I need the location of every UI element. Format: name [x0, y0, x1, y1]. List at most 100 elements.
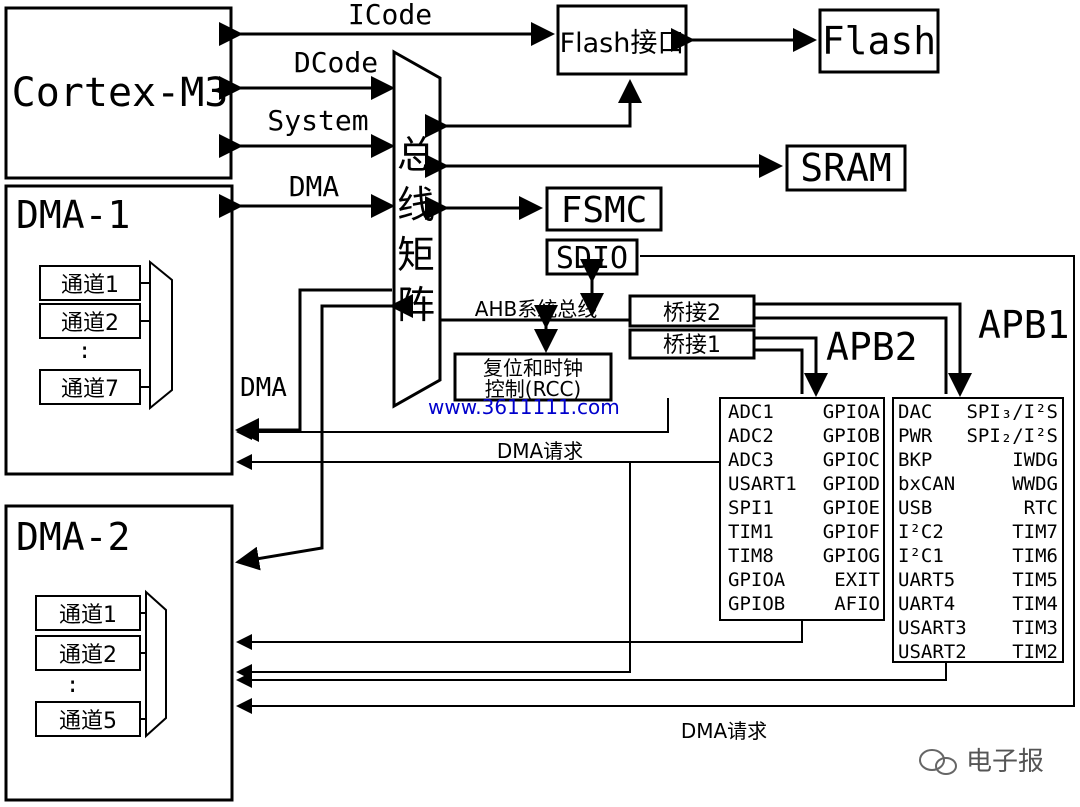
- dma1-channel-1: [39, 265, 141, 301]
- apb1-left-column: DAC PWR BKP bxCAN USB I²C2 I²C1 UART5 UA…: [898, 401, 967, 663]
- flash-label: Flash: [822, 19, 936, 63]
- apb2-left-3: USART1: [728, 473, 797, 495]
- dma2-channel-5-label: 通道5: [59, 709, 117, 734]
- dma1-channel-1-label: 通道1: [61, 273, 119, 298]
- dma1-matrix-link: [235, 288, 392, 442]
- apb2-right-7: EXIT: [834, 569, 880, 591]
- apb2-right-0: GPIOA: [823, 401, 881, 423]
- dma1-ellipsis: :: [78, 339, 91, 364]
- apb1-left-8: UART4: [898, 593, 955, 615]
- apb2-left-8: GPIOB: [728, 593, 785, 615]
- apb2-left-4: SPI1: [728, 497, 774, 519]
- logo-text: 电子报: [966, 747, 1044, 777]
- dma2-request-line-2: [236, 462, 631, 680]
- apb2-label: APB2: [826, 325, 918, 369]
- dcode-label: DCode: [294, 46, 378, 79]
- dma2-channel-5: [35, 701, 141, 737]
- apb2-right-8: AFIO: [834, 593, 880, 615]
- rcc-box: [453, 352, 613, 402]
- apb1-right-6: TIM6: [1012, 545, 1058, 567]
- rcc-label-1: 复位和时钟: [483, 356, 583, 380]
- dma-request-label-1: DMA请求: [497, 439, 583, 463]
- bus-matrix-char-4: 阵: [397, 283, 435, 327]
- apb1-left-3: bxCAN: [898, 473, 955, 495]
- bus-matrix-char-3: 矩: [397, 233, 435, 277]
- apb2-left-1: ADC2: [728, 425, 774, 447]
- bridge1-box: [628, 328, 756, 360]
- apb1-right-1: SPI₂/I²S: [966, 425, 1058, 447]
- apb1-peripherals-box: [892, 397, 1064, 663]
- apb1-left-2: BKP: [898, 449, 932, 471]
- flash-interface-box: [556, 4, 688, 76]
- wechat-logo: 电子报: [919, 747, 1044, 777]
- apb2-right-3: GPIOD: [823, 473, 880, 495]
- apb1-right-0: SPI₃/I²S: [966, 401, 1058, 423]
- bridge1-apb2-link-b: [754, 348, 804, 394]
- apb1-right-2: IWDG: [1012, 449, 1058, 471]
- apb2-left-6: TIM8: [728, 545, 774, 567]
- dma-request-label-2: DMA请求: [681, 719, 767, 743]
- dma2-channel-2-label: 通道2: [59, 643, 117, 668]
- icode-label: ICode: [348, 0, 432, 31]
- dma2-label: DMA-2: [16, 515, 130, 559]
- apb1-left-5: I²C2: [898, 521, 944, 543]
- apb1-left-7: UART5: [898, 569, 955, 591]
- bridge2-apb1-link-b: [754, 316, 948, 394]
- apb1-left-9: USART3: [898, 617, 967, 639]
- dma-bus-label: DMA: [289, 170, 340, 203]
- dma2-channel-1: [35, 595, 141, 631]
- dma1-channel-7: [39, 369, 141, 405]
- dma1-label: DMA-1: [16, 193, 130, 237]
- apb1-left-6: I²C1: [898, 545, 944, 567]
- dma-side-label: DMA: [240, 373, 287, 403]
- bridge2-label: 桥接2: [663, 301, 721, 326]
- dma2-ellipsis: :: [66, 673, 79, 698]
- apb2-right-column: GPIOA GPIOB GPIOC GPIOD GPIOE GPIOF GPIO…: [823, 401, 881, 615]
- apb2-left-0: ADC1: [728, 401, 774, 423]
- dma2-request-line-3: [236, 662, 947, 688]
- bus-matrix-char-2: 线: [397, 183, 435, 227]
- apb1-right-10: TIM2: [1012, 641, 1058, 663]
- dma2-channel-1-label: 通道1: [59, 603, 117, 628]
- apb1-label: APB1: [978, 303, 1070, 347]
- sram-box: [785, 144, 907, 192]
- flash-interface-label: Flash接口: [560, 28, 685, 59]
- apb1-right-8: TIM4: [1012, 593, 1058, 615]
- matrix-flash-link: [425, 79, 642, 138]
- apb1-left-10: USART2: [898, 641, 967, 663]
- apb1-left-4: USB: [898, 497, 932, 519]
- apb2-left-column: ADC1 ADC2 ADC3 USART1 SPI1 TIM1 TIM8 GPI…: [728, 401, 797, 615]
- dma2-channel-2: [35, 635, 141, 671]
- apb2-peripherals-box: [719, 397, 885, 621]
- bridge2-box: [628, 294, 756, 328]
- bridge1-apb2-link: [754, 336, 828, 397]
- wechat-icon: [919, 749, 945, 771]
- apb2-right-6: GPIOG: [823, 545, 880, 567]
- apb1-right-column: SPI₃/I²S SPI₂/I²S IWDG WWDG RTC TIM7 TIM…: [966, 401, 1058, 663]
- dma1-mux: [149, 259, 173, 411]
- bridge1-label: 桥接1: [663, 333, 721, 358]
- dma1-channel-2-label: 通道2: [61, 311, 119, 336]
- apb2-right-1: GPIOB: [823, 425, 880, 447]
- cortex-m3-label: Cortex-M3: [12, 70, 229, 116]
- flash-box: [818, 8, 940, 74]
- rcc-label-2: 控制(RCC): [485, 377, 581, 401]
- ahb-label: AHB系统总线: [475, 297, 597, 321]
- apb2-right-4: GPIOE: [823, 497, 880, 519]
- apb1-right-4: RTC: [1024, 497, 1058, 519]
- fsmc-label: FSMC: [561, 190, 648, 231]
- dma1-request-line-1: [236, 398, 669, 440]
- watermark: www.3611111.com: [428, 395, 620, 419]
- apb2-right-5: GPIOF: [823, 521, 880, 543]
- dma2-matrix-link: [235, 294, 413, 571]
- apb2-right-2: GPIOC: [823, 449, 880, 471]
- apb1-right-3: WWDG: [1012, 473, 1058, 495]
- sdio-label: SDIO: [556, 241, 628, 276]
- cortex-m3-box: [4, 6, 233, 180]
- dma1-channel-2: [39, 303, 141, 339]
- apb1-right-5: TIM7: [1012, 521, 1058, 543]
- fsmc-box: [545, 186, 663, 232]
- dma2-mux: [145, 589, 167, 739]
- dma2-request-line-1: [236, 620, 803, 650]
